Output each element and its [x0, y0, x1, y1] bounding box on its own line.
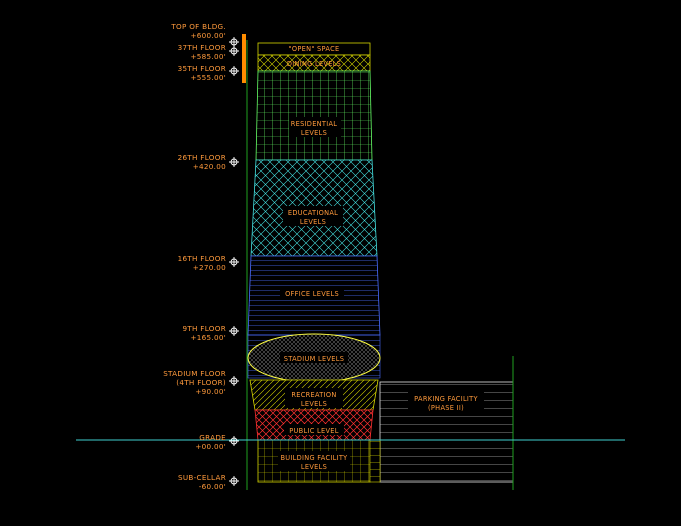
- level-top-elev: +600.00': [190, 31, 226, 40]
- recreation-label-2: LEVELS: [301, 400, 327, 408]
- residential-label-bg: [289, 117, 341, 137]
- level-26-name: 26TH FLOOR: [178, 153, 226, 162]
- level-37-name: 37TH FLOOR: [178, 43, 226, 52]
- level-16-name: 16TH FLOOR: [178, 254, 226, 263]
- open-space-label: "OPEN" SPACE: [289, 45, 340, 53]
- target-marker-icon: [229, 326, 239, 336]
- facility-label-2: LEVELS: [301, 463, 327, 471]
- elevation-labels: TOP OF BLDG. +600.00' 37TH FLOOR +585.00…: [163, 22, 226, 491]
- stadium-label-bg: [280, 352, 348, 363]
- level-grade-elev: +00.00': [195, 442, 226, 451]
- educational-label-2: LEVELS: [300, 218, 326, 226]
- target-marker-icon: [229, 157, 239, 167]
- stadium-label: STADIUM LEVELS: [284, 355, 344, 363]
- target-marker-icon: [229, 66, 239, 76]
- recreation-label-bg: [285, 388, 343, 408]
- educational-label-bg: [283, 206, 343, 226]
- level-37-elev: +585.00': [190, 52, 226, 61]
- level-grade-name: GRADE: [199, 433, 226, 442]
- residential-label-2: LEVELS: [301, 129, 327, 137]
- zone-labels: "OPEN" SPACE DINING LEVELS RESIDENTIAL L…: [280, 45, 478, 471]
- office-label-bg: [280, 287, 344, 298]
- level-markers: [229, 37, 239, 486]
- residential-zone: [255, 70, 373, 161]
- office-label: OFFICE LEVELS: [285, 290, 339, 298]
- level-26-elev: +420.00: [193, 162, 226, 171]
- level-9-elev: +165.00': [190, 333, 226, 342]
- level-stadium-sub: (4TH FLOOR): [176, 378, 226, 387]
- parking-label-bg: [408, 392, 484, 412]
- level-35-name: 35TH FLOOR: [178, 64, 226, 73]
- recreation-label-1: RECREATION: [291, 391, 336, 399]
- level-16-elev: +270.00: [193, 263, 226, 272]
- level-top-name: TOP OF BLDG.: [170, 22, 226, 31]
- top-marker-bar: [242, 34, 246, 83]
- public-label: PUBLIC LEVEL: [289, 427, 338, 435]
- level-stadium-name: STADIUM FLOOR: [163, 369, 226, 378]
- level-9-name: 9TH FLOOR: [182, 324, 226, 333]
- dining-label: DINING LEVELS: [287, 60, 341, 68]
- public-label-bg: [284, 424, 344, 435]
- educational-label-1: EDUCATIONAL: [288, 209, 338, 217]
- target-marker-icon: [229, 476, 239, 486]
- facility-label-bg: [278, 451, 350, 471]
- target-marker-icon: [229, 37, 239, 47]
- level-subcellar-name: SUB-CELLAR: [178, 473, 226, 482]
- target-marker-icon: [229, 376, 239, 386]
- target-marker-icon: [229, 257, 239, 267]
- level-35-elev: +555.00': [190, 73, 226, 82]
- residential-label-1: RESIDENTIAL: [291, 120, 338, 128]
- parking-label-2: (PHASE II): [428, 404, 464, 412]
- target-marker-icon: [229, 46, 239, 56]
- level-subcellar-elev: -60.00': [199, 482, 226, 491]
- facility-label-1: BUILDING FACILITY: [280, 454, 348, 462]
- parking-label-1: PARKING FACILITY: [414, 395, 478, 403]
- level-stadium-elev: +90.00': [195, 387, 226, 396]
- target-marker-icon: [229, 436, 239, 446]
